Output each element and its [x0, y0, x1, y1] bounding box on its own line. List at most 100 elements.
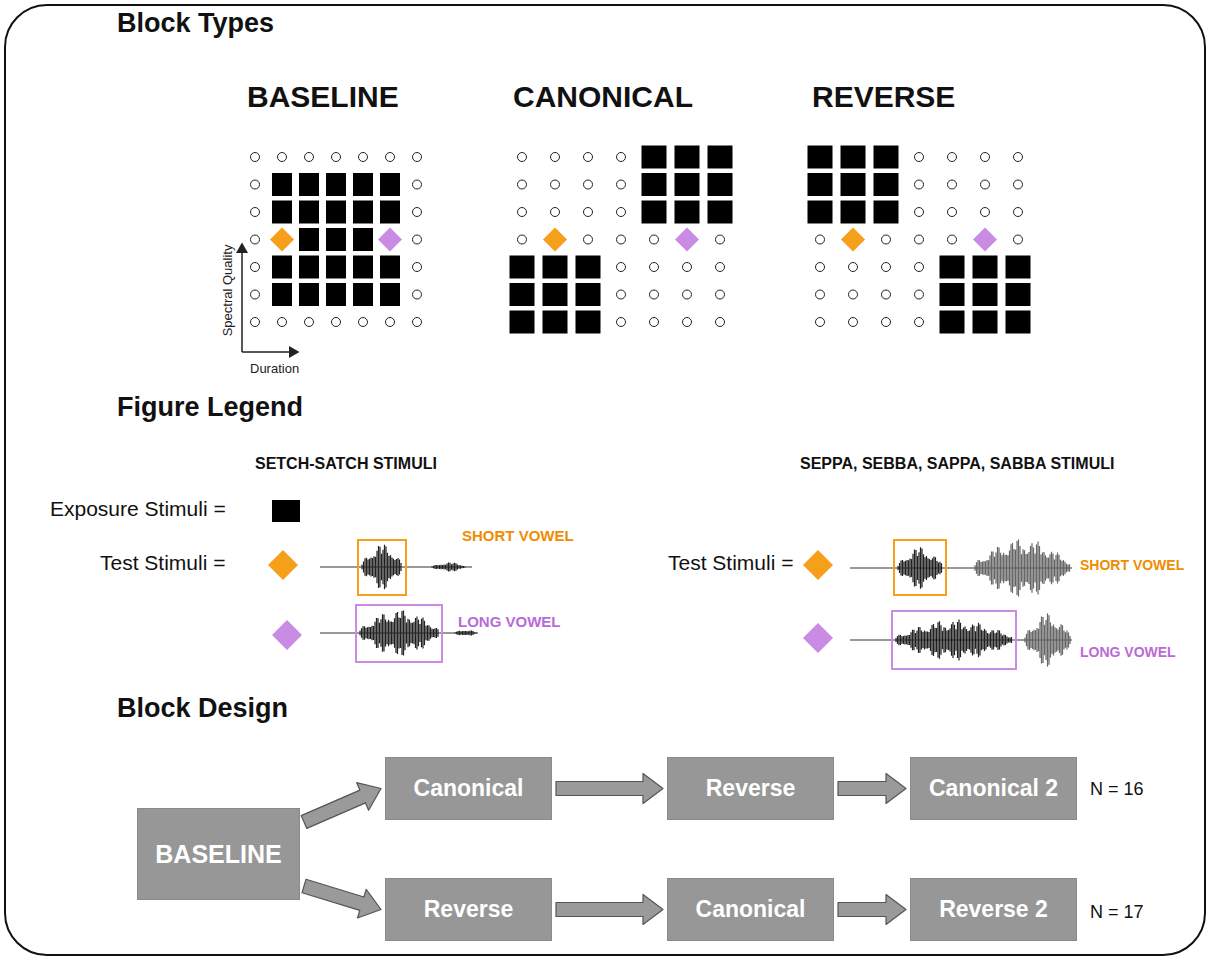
exposure-square: [874, 146, 899, 169]
waveform-burst: [975, 540, 1070, 597]
exposure-square: [642, 146, 667, 169]
exposure-square: [326, 201, 346, 224]
exposure-square: [576, 256, 601, 279]
waveform-burst: [896, 620, 1012, 661]
exposure-square: [299, 283, 319, 306]
block-box: Canonical: [667, 878, 834, 941]
block-arrow: [838, 895, 906, 925]
axis-arrow: [242, 351, 298, 353]
grid-point: [278, 318, 287, 327]
test-diamond-long: [272, 620, 302, 650]
grid-point: [251, 180, 260, 189]
grid-point: [413, 208, 422, 217]
block-arrow: [838, 774, 906, 804]
grid-point: [518, 208, 527, 217]
axis-arrow: [241, 244, 243, 352]
grid-point: [716, 290, 725, 299]
exposure-square: [272, 256, 292, 279]
grid-point: [882, 318, 891, 327]
grid-point: [551, 180, 560, 189]
exposure-square: [380, 256, 400, 279]
vowel-label: LONG VOWEL: [1080, 644, 1176, 660]
exposure-square: [353, 173, 373, 196]
block-box: Canonical 2: [910, 757, 1077, 820]
test-diamond-short: [268, 550, 298, 580]
exposure-square: [874, 173, 899, 196]
exposure-square: [353, 228, 373, 251]
exposure-square: [353, 256, 373, 279]
grid-point: [584, 153, 593, 162]
block-box: Canonical: [385, 757, 552, 820]
grid-point: [816, 235, 825, 244]
exposure-square: [326, 256, 346, 279]
grid-point: [305, 318, 314, 327]
long-vowel-box: [356, 605, 442, 662]
exposure-square: [353, 283, 373, 306]
exposure-square: [841, 201, 866, 224]
grid-point: [981, 180, 990, 189]
grid-point: [915, 180, 924, 189]
grid-point: [948, 180, 957, 189]
exposure-square: [973, 283, 998, 306]
exposure-square: [543, 256, 568, 279]
test-diamond: [270, 228, 294, 252]
legend-text: Test Stimuli =: [100, 551, 225, 575]
grid-title: BASELINE: [247, 80, 399, 115]
stimulus-grids: [251, 146, 1031, 334]
exposure-square: [973, 256, 998, 279]
block-label: Reverse 2: [939, 896, 1048, 923]
exposure-square: [874, 201, 899, 224]
waveform-burst: [1025, 614, 1070, 667]
grid-point: [650, 290, 659, 299]
grid-point: [617, 290, 626, 299]
exposure-square: [576, 283, 601, 306]
exposure-square: [510, 283, 535, 306]
grid-point: [882, 290, 891, 299]
grid-point: [1014, 235, 1023, 244]
grid-point: [915, 290, 924, 299]
exposure-square: [380, 173, 400, 196]
section-heading: Figure Legend: [117, 392, 303, 423]
exposure-square: [675, 201, 700, 224]
grid-point: [915, 318, 924, 327]
grid-point: [305, 153, 314, 162]
exposure-square: [299, 173, 319, 196]
grid-point: [551, 153, 560, 162]
grid-point: [981, 208, 990, 217]
grid-point: [683, 318, 692, 327]
grid-point: [1014, 208, 1023, 217]
grid-point: [882, 263, 891, 272]
section-heading: Block Design: [117, 693, 288, 724]
grid-point: [413, 153, 422, 162]
sample-size: N = 17: [1090, 902, 1144, 923]
grid-point: [617, 180, 626, 189]
exposure-square: [299, 256, 319, 279]
waveforms: [320, 540, 1072, 667]
exposure-square: [642, 173, 667, 196]
grid-point: [683, 290, 692, 299]
grid-point: [816, 263, 825, 272]
grid-point: [617, 235, 626, 244]
grid-point: [683, 263, 692, 272]
block-box: Reverse: [385, 878, 552, 941]
short-vowel-box: [358, 540, 406, 595]
block-label: Reverse: [706, 775, 796, 802]
block-label: Canonical 2: [929, 775, 1058, 802]
section-heading: Block Types: [117, 8, 274, 39]
test-diamond-short: [803, 550, 833, 580]
vowel-label: SHORT VOWEL: [1080, 557, 1184, 573]
block-arrow: [302, 879, 381, 918]
grid-point: [251, 290, 260, 299]
grid-point: [251, 208, 260, 217]
grid-title: REVERSE: [812, 80, 955, 115]
exposure-square: [1006, 283, 1031, 306]
outer-frame: [5, 5, 1205, 955]
grid-point: [551, 208, 560, 217]
waveform-burst: [455, 631, 476, 636]
grid-point: [251, 235, 260, 244]
grid-point: [948, 153, 957, 162]
grid-point: [981, 153, 990, 162]
vowel-label: LONG VOWEL: [458, 613, 561, 630]
grid-point: [518, 153, 527, 162]
grid-point: [386, 318, 395, 327]
